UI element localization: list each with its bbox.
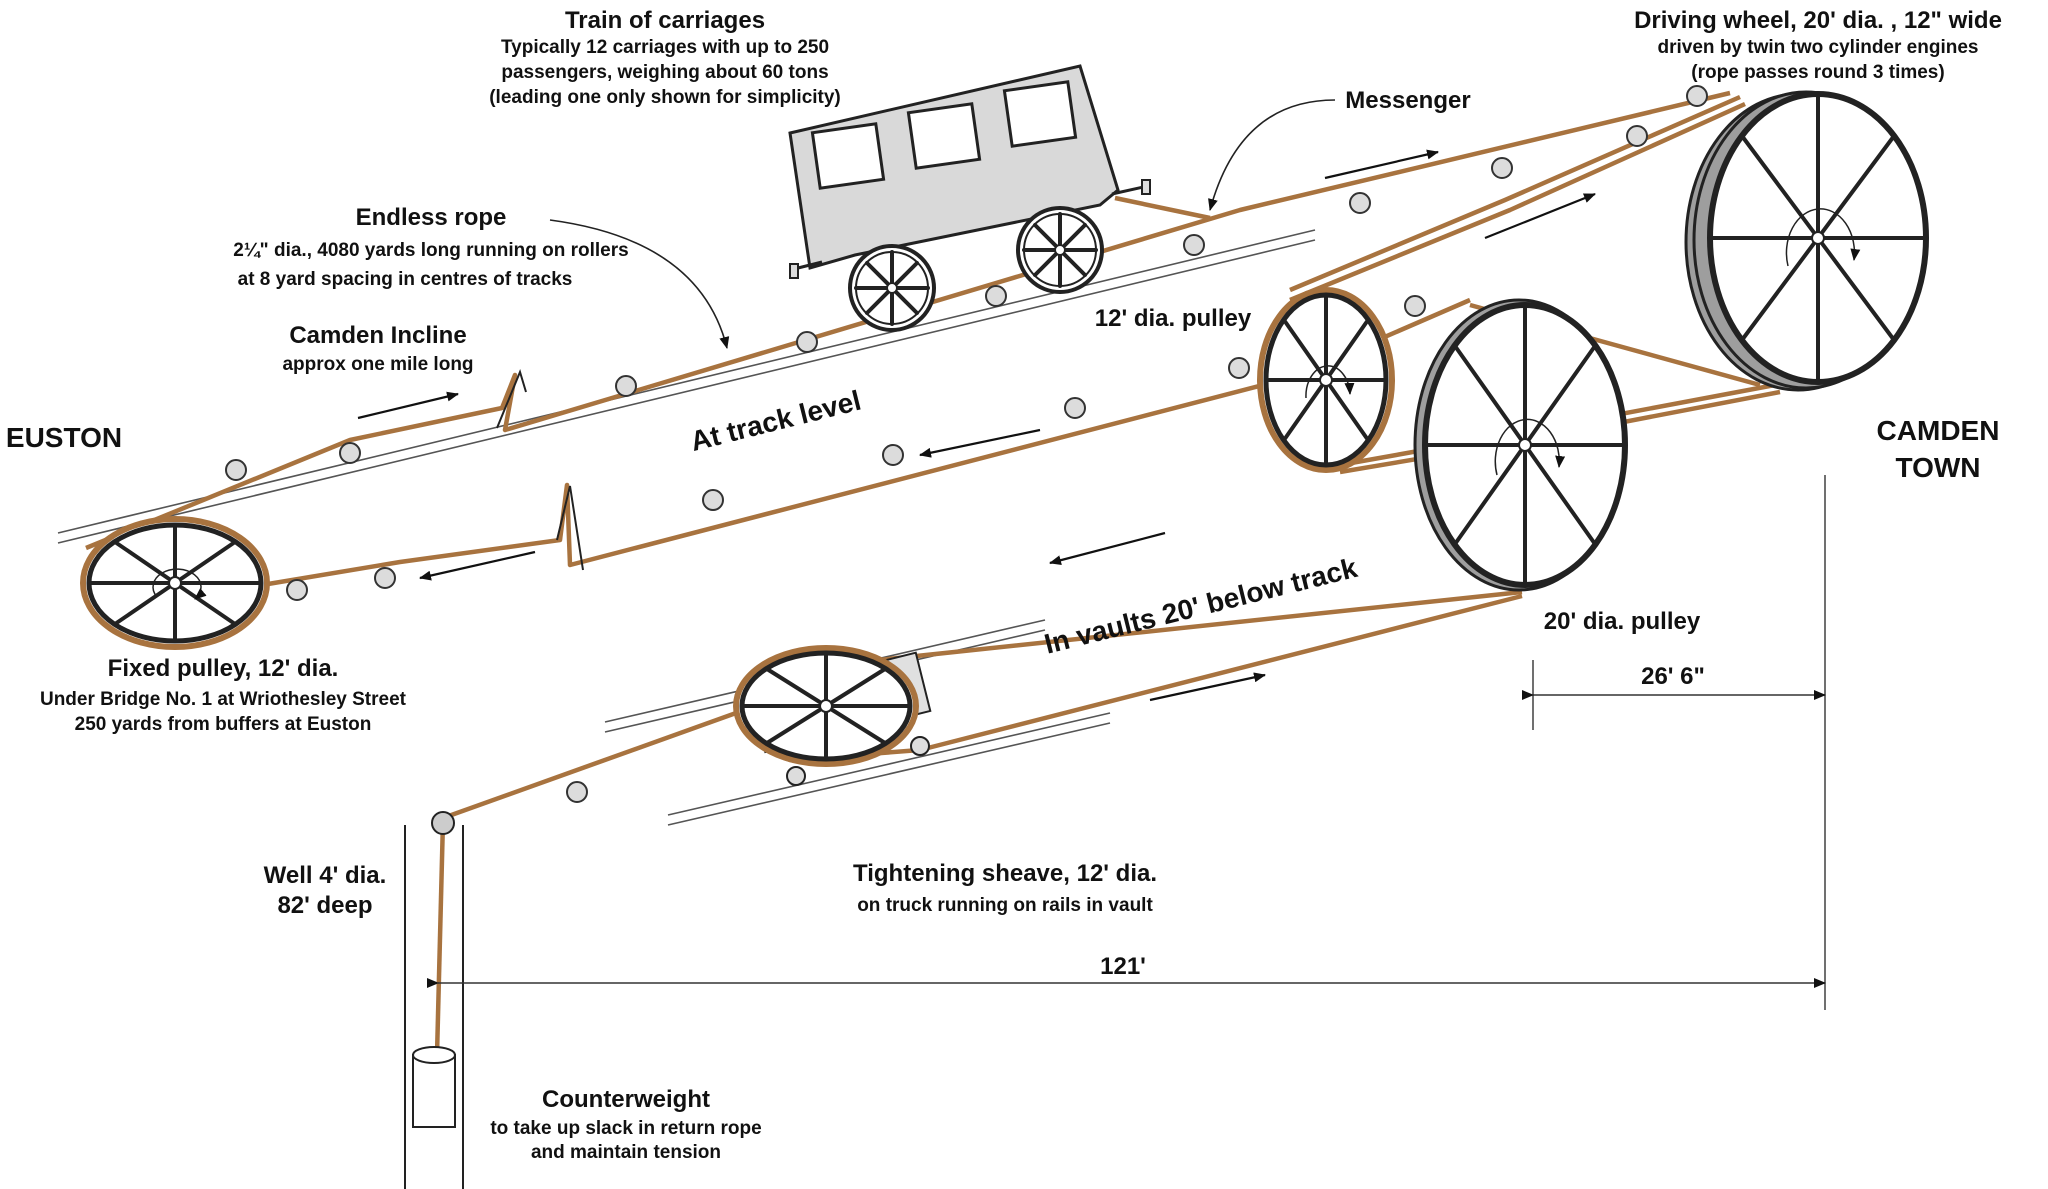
dim-26-label: 26' 6" bbox=[1641, 663, 1705, 690]
train-desc-2: passengers, weighing about 60 tons bbox=[501, 62, 828, 83]
direction-arrows bbox=[357, 149, 1596, 702]
endless-rope-desc-1: 2¼" dia., 4080 yards long running on rol… bbox=[233, 240, 628, 261]
camden-label-2: TOWN bbox=[1895, 452, 1980, 483]
incline-desc: approx one mile long bbox=[282, 354, 473, 375]
sheave-desc: on truck running on rails in vault bbox=[857, 895, 1153, 916]
pulley-12ft bbox=[1257, 287, 1395, 473]
counterweight bbox=[412, 1046, 456, 1128]
pulley-20-label: 20' dia. pulley bbox=[1544, 608, 1701, 635]
train-desc-3: (leading one only shown for simplicity) bbox=[489, 87, 841, 108]
leader-lines bbox=[549, 99, 1336, 349]
dim-121-label: 121' bbox=[1100, 953, 1146, 980]
driving-wheel bbox=[1684, 90, 1929, 392]
carriage bbox=[788, 64, 1151, 332]
vaults-label: In vaults 20' below track bbox=[1041, 552, 1360, 660]
fixed-pulley-desc-2: 250 yards from buffers at Euston bbox=[75, 714, 372, 735]
pulley-20ft bbox=[1413, 298, 1628, 592]
incline-title: Camden Incline bbox=[289, 322, 466, 349]
pulley-12-label: 12' dia. pulley bbox=[1095, 305, 1252, 332]
euston-label: EUSTON bbox=[6, 422, 122, 453]
fixed-pulley-desc-1: Under Bridge No. 1 at Wriothesley Street bbox=[40, 689, 407, 710]
rollers bbox=[225, 85, 1708, 803]
track-level-label: At track level bbox=[687, 385, 864, 457]
fixed-pulley bbox=[80, 516, 270, 650]
driving-wheel-title: Driving wheel, 20' dia. , 12" wide bbox=[1634, 7, 2002, 34]
well-label-1: Well 4' dia. bbox=[264, 862, 387, 889]
endless-rope-title: Endless rope bbox=[356, 204, 507, 231]
endless-rope-desc-2: at 8 yard spacing in centres of tracks bbox=[238, 269, 573, 290]
track-rails bbox=[57, 229, 1316, 826]
camden-label-1: CAMDEN bbox=[1877, 415, 2000, 446]
counterweight-desc-1: to take up slack in return rope bbox=[490, 1118, 761, 1139]
tightening-sheave bbox=[733, 645, 932, 786]
sheave-title: Tightening sheave, 12' dia. bbox=[853, 860, 1157, 887]
driving-wheel-desc-2: (rope passes round 3 times) bbox=[1691, 62, 1944, 83]
fixed-pulley-title: Fixed pulley, 12' dia. bbox=[108, 655, 339, 682]
train-desc-1: Typically 12 carriages with up to 250 bbox=[501, 37, 829, 58]
driving-wheel-desc-1: driven by twin two cylinder engines bbox=[1658, 37, 1979, 58]
break-marks bbox=[496, 369, 584, 571]
well bbox=[404, 811, 464, 1189]
counterweight-title: Counterweight bbox=[542, 1086, 710, 1113]
labels: Train of carriages Typically 12 carriage… bbox=[6, 7, 2002, 1163]
messenger-label: Messenger bbox=[1345, 87, 1470, 114]
well-label-2: 82' deep bbox=[277, 892, 372, 919]
train-title: Train of carriages bbox=[565, 7, 765, 34]
dimension-lines bbox=[427, 475, 1826, 1010]
counterweight-desc-2: and maintain tension bbox=[531, 1142, 721, 1163]
